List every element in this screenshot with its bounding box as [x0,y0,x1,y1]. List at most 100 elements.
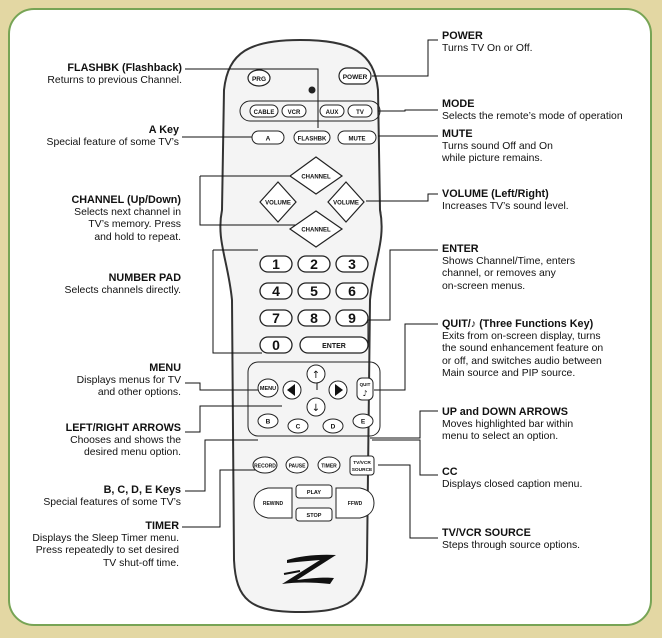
aux-button[interactable]: AUX [319,104,345,118]
channel-down-button[interactable]: CHANNEL [288,210,344,248]
callout-mute: MUTE Turns sound Off and On while pictur… [442,128,642,166]
prg-label: PRG [252,76,266,83]
digit-4-button[interactable]: 4 [259,282,293,300]
tvvcr-label-1: TV/VCR [353,460,371,466]
power-button[interactable]: POWER [338,67,372,85]
callout-up-down-desc: Moves highlighted bar within menu to sel… [442,418,574,443]
digit-9-button[interactable]: 9 [335,309,369,327]
callout-volume-title: VOLUME (Left/Right) [442,188,549,200]
callout-left-right-title: LEFT/RIGHT ARROWS [65,422,181,434]
aux-label: AUX [326,110,339,116]
digit-5-label: 5 [310,283,318,299]
record-label: RECORD [254,464,276,470]
up-arrow-button[interactable]: ↑ [306,364,326,384]
quit-button[interactable]: QUIT ♪ [356,377,374,401]
callout-bcde-title: B, C, D, E Keys [103,484,181,496]
leader-lines [182,39,438,539]
volume-left-button[interactable]: VOLUME [259,181,297,223]
record-button[interactable]: RECORD [252,456,278,474]
enter-button[interactable]: ENTER [299,336,369,354]
vcr-button[interactable]: VCR [281,104,307,118]
right-arrow-button[interactable] [328,380,348,400]
d-button[interactable]: D [322,418,344,434]
tvvcr-source-button[interactable]: TV/VCR SOURCE [349,455,375,476]
callout-power: POWER Turns TV On or Off. [442,30,642,55]
play-label: PLAY [307,490,321,496]
digit-5-button[interactable]: 5 [297,282,331,300]
stop-label: STOP [307,513,322,519]
c-button[interactable]: C [287,418,309,434]
callout-flashbk-title: FLASHBK (Flashback) [67,62,182,74]
callout-mute-desc: Turns sound Off and On while picture rem… [442,140,553,165]
callout-left-right-desc: Chooses and shows the desired menu optio… [70,434,181,459]
callout-quit-title: QUIT/♪ (Three Functions Key) [442,318,594,330]
callout-power-title: POWER [442,30,483,42]
callout-a-key-title: A Key [148,124,179,136]
digit-7-label: 7 [272,310,280,326]
menu-button[interactable]: MENU [257,378,279,398]
digit-8-button[interactable]: 8 [297,309,331,327]
digit-2-button[interactable]: 2 [297,255,331,273]
digit-8-label: 8 [310,310,318,326]
quit-label: QUIT [360,382,371,387]
callout-tvvcr-source: TV/VCR SOURCE Steps through source optio… [442,527,642,552]
callout-channel-desc: Selects next channel in TV’s memory. Pre… [74,206,181,243]
e-button[interactable]: E [352,413,374,429]
callout-up-down-title: UP and DOWN ARROWS [442,406,568,418]
tv-label: TV [356,110,364,116]
digit-1-button[interactable]: 1 [259,255,293,273]
digit-2-label: 2 [310,256,318,272]
prg-button[interactable]: PRG [247,69,271,87]
d-label: D [331,424,336,431]
stop-button[interactable]: STOP [295,507,333,522]
enter-label: ENTER [322,343,346,350]
channel-up-label: CHANNEL [301,175,331,181]
tv-button[interactable]: TV [347,104,373,118]
play-button[interactable]: PLAY [295,484,333,499]
flashbk-label: FLASHBK [298,137,327,143]
callout-a-key: A Key Special feature of some TV’s [20,124,179,149]
callout-quit: QUIT/♪ (Three Functions Key) Exits from … [442,318,648,381]
callout-left-right-arrows: LEFT/RIGHT ARROWS Chooses and shows the … [20,422,181,460]
callout-channel-title: CHANNEL (Up/Down) [71,194,181,206]
digit-6-button[interactable]: 6 [335,282,369,300]
c-label: C [296,424,301,431]
flashbk-button[interactable]: FLASHBK [293,130,331,145]
digit-9-label: 9 [348,310,356,326]
ffwd-button[interactable]: FFWD [335,487,375,519]
callout-enter-desc: Shows Channel/Time, enters channel, or r… [442,255,576,292]
tvvcr-label-2: SOURCE [352,467,373,473]
callout-up-down-arrows: UP and DOWN ARROWS Moves highlighted bar… [442,406,642,444]
b-button[interactable]: B [257,413,279,429]
digit-3-button[interactable]: 3 [335,255,369,273]
volume-right-button[interactable]: VOLUME [327,181,365,223]
digit-4-label: 4 [272,283,280,299]
b-label: B [266,419,271,426]
channel-up-button[interactable]: CHANNEL [288,156,344,195]
power-label: POWER [343,74,368,81]
pause-button[interactable]: PAUSE [285,456,309,474]
down-arrow-icon: ↓ [312,403,320,414]
callout-number-pad-title: NUMBER PAD [108,272,181,284]
callout-timer: TIMER Displays the Sleep Timer menu. Pre… [14,520,179,570]
callout-timer-title: TIMER [145,520,179,532]
callout-timer-desc: Displays the Sleep Timer menu. Press rep… [32,532,179,569]
rewind-button[interactable]: REWIND [253,487,293,519]
callout-cc: CC Displays closed caption menu. [442,466,642,491]
a-button[interactable]: A [251,130,285,145]
digit-7-button[interactable]: 7 [259,309,293,327]
right-arrow-icon [335,384,343,396]
callout-volume-desc: Increases TV’s sound level. [442,200,569,212]
cable-button[interactable]: CABLE [249,104,279,118]
left-arrow-button[interactable] [282,380,302,400]
callout-quit-desc: Exits from on-screen display, turns the … [442,330,604,380]
digit-0-button[interactable]: 0 [259,336,293,354]
callout-mode-title: MODE [442,98,475,110]
volume-right-label: VOLUME [333,201,359,207]
digit-6-label: 6 [348,283,356,299]
down-arrow-button[interactable]: ↓ [306,397,326,417]
mute-button[interactable]: MUTE [337,130,377,145]
pause-label: PAUSE [289,464,307,470]
timer-button[interactable]: TIMER [317,456,341,474]
